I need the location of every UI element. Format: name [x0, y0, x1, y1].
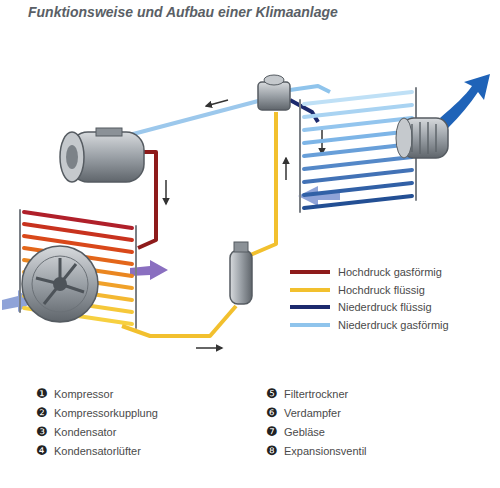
legend-text: Niederdruck gasförmig: [338, 318, 449, 332]
expansion-valve: [258, 75, 290, 110]
diagram-title: Funktionsweise und Aufbau einer Klimaanl…: [28, 4, 338, 20]
part-name: Kondensator: [54, 425, 116, 440]
evaporator: [300, 88, 416, 212]
condenser-fan: [22, 246, 98, 322]
legend-swatch: [290, 288, 330, 292]
callout-number: ❼: [266, 424, 278, 439]
filter-dryer: [230, 242, 252, 304]
legend-text: Niederdruck flüssig: [338, 300, 432, 314]
callout-number: ❽: [266, 443, 278, 458]
part-name: Kompressorkupplung: [54, 406, 158, 421]
refrigerant-lines: [118, 86, 330, 336]
legend-swatch: [290, 323, 330, 327]
part-name: Kondensatorlüfter: [54, 444, 141, 459]
callout-number: ❸: [36, 424, 48, 439]
condenser: [20, 210, 136, 328]
part-name: Verdampfer: [284, 406, 341, 421]
legend-text: Hochdruck flüssig: [338, 283, 425, 297]
callout-number: ❺: [266, 386, 278, 401]
compressor: [60, 128, 144, 182]
part-name: Kompressor: [54, 387, 113, 402]
legend-swatch: [290, 305, 330, 309]
callout-number: ❶: [36, 386, 48, 401]
callout-number: ❻: [266, 405, 278, 420]
callout-number: ❷: [36, 405, 48, 420]
part-name: Filtertrockner: [284, 387, 348, 402]
flow-arrows: [166, 100, 322, 348]
legend-text: Hochdruck gasförmig: [338, 265, 442, 279]
blower: [396, 118, 448, 158]
part-name: Expansionsventil: [284, 444, 367, 459]
callout-number: ❹: [36, 443, 48, 458]
part-name: Gebläse: [284, 425, 325, 440]
legend-swatch: [290, 270, 330, 274]
